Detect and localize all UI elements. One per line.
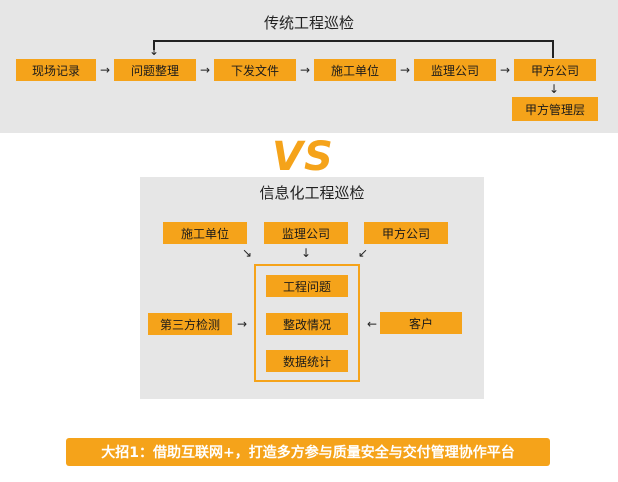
flow-step: 施工单位 xyxy=(314,59,396,81)
left-arrow-icon: ← xyxy=(366,317,378,331)
flow-arrow-icon: → xyxy=(299,63,311,77)
platform-frame xyxy=(254,264,360,382)
flow-step: 问题整理 xyxy=(114,59,196,81)
feedback-line-right xyxy=(552,40,554,58)
down-arrow-icon: ↓ xyxy=(548,82,560,96)
flow-step: 下发文件 xyxy=(214,59,296,81)
party-box: 施工单位 xyxy=(163,222,247,244)
diag-arrow-icon: ↙ xyxy=(357,246,369,260)
feedback-line-left xyxy=(153,40,155,50)
right-arrow-icon: → xyxy=(236,317,248,331)
party-box: 第三方检测 xyxy=(148,313,232,335)
flow-arrow-icon: → xyxy=(199,63,211,77)
informatized-title: 信息化工程巡检 xyxy=(259,184,365,202)
down-arrow-icon: ↓ xyxy=(300,246,312,260)
flow-step: 现场记录 xyxy=(16,59,96,81)
traditional-title: 传统工程巡检 xyxy=(263,14,354,32)
flow-arrow-icon: → xyxy=(99,63,111,77)
vs-label: VS xyxy=(272,134,334,180)
flow-step: 监理公司 xyxy=(414,59,496,81)
flow-arrow-icon: → xyxy=(399,63,411,77)
flow-step: 甲方公司 xyxy=(514,59,596,81)
party-box: 客户 xyxy=(380,312,462,334)
flow-step-extra: 甲方管理层 xyxy=(512,97,598,121)
party-box: 监理公司 xyxy=(264,222,348,244)
flow-arrow-icon: → xyxy=(499,63,511,77)
feedback-line-top xyxy=(154,40,554,42)
platform-item: 工程问题 xyxy=(266,275,348,297)
platform-item: 整改情况 xyxy=(266,313,348,335)
feedback-arrow-icon: ↓ xyxy=(148,44,160,58)
diag-arrow-icon: ↘ xyxy=(241,246,253,260)
tagline-banner: 大招1：借助互联网+，打造多方参与质量安全与交付管理协作平台 xyxy=(66,438,550,466)
platform-item: 数据统计 xyxy=(266,350,348,372)
party-box: 甲方公司 xyxy=(364,222,448,244)
